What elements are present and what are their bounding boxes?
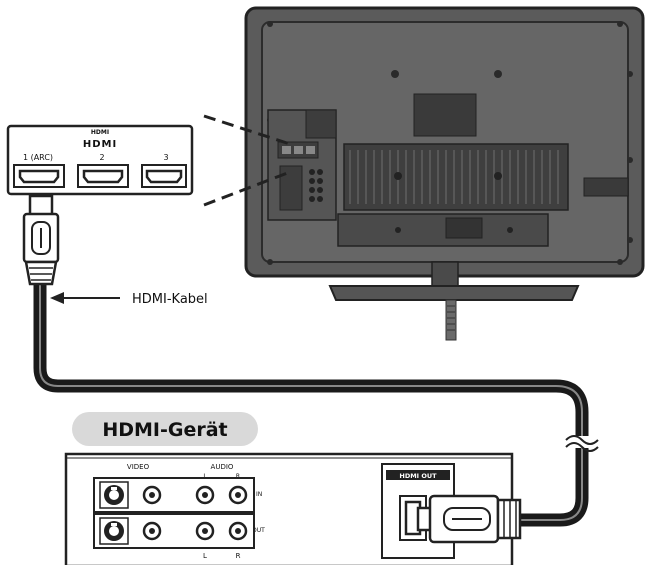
- av-in-row: [93, 477, 255, 513]
- rca-audio-r-out-port: [228, 521, 248, 541]
- rca-audio-l-out-port: [195, 521, 215, 541]
- hdmi-device: HDMI-Gerät VIDEO AUDIO L R L R IN OUT: [64, 412, 522, 565]
- in-label: IN: [256, 491, 262, 498]
- tv-stand-base: [328, 285, 580, 301]
- arrow-left-icon: [50, 292, 64, 304]
- av-out-row: [93, 513, 255, 549]
- cable-label: HDMI-Kabel: [132, 292, 208, 307]
- audio-left-mark-bottom: L: [203, 552, 207, 560]
- port-label-3: 3: [163, 153, 168, 162]
- tv-side-connector-panel: [267, 109, 337, 221]
- hdmi-port-2: [77, 164, 129, 188]
- hdmi-out-label: HDMI OUT: [399, 472, 437, 480]
- hdmi-port-3: [141, 164, 187, 188]
- port-label-2: 2: [99, 153, 104, 162]
- rca-video-in-port: [142, 485, 162, 505]
- rca-video-out-port: [142, 521, 162, 541]
- device-title-badge: [72, 412, 258, 446]
- hdmi-port-panel: HDMI HDMI 1 (ARC) 2 3: [6, 124, 194, 196]
- audio-right-mark-bottom: R: [236, 552, 241, 560]
- hdmi-cable: [33, 277, 599, 527]
- tv-stand-pedestal: [445, 299, 457, 341]
- cable-label-group: HDMI-Kabel: [50, 292, 208, 307]
- tv-rear: [244, 6, 645, 341]
- cable-break-mark: [565, 435, 599, 452]
- audio-label: AUDIO: [211, 463, 234, 471]
- device-title: HDMI-Gerät: [102, 419, 227, 441]
- tv-vent-block: [413, 93, 477, 137]
- video-label: VIDEO: [127, 463, 150, 471]
- tv-handle-slot: [583, 177, 629, 197]
- port-label-1: 1 (ARC): [23, 153, 53, 162]
- tv-stand-neck: [431, 261, 459, 287]
- hdmi-plug-top: [22, 194, 60, 286]
- audio-left-mark-top: L: [203, 473, 207, 480]
- rca-audio-l-in-port: [195, 485, 215, 505]
- zoom-callout-lines: [203, 114, 291, 207]
- hdmi-port-1: [13, 164, 65, 188]
- audio-right-mark-top: R: [236, 473, 240, 480]
- s-video-in-port: [99, 481, 129, 509]
- hdmi-logo: HDMI: [83, 139, 117, 150]
- rca-audio-r-in-port: [228, 485, 248, 505]
- tv-heatsink: [343, 143, 569, 211]
- hdmi-plug-bottom: [416, 494, 522, 544]
- out-label: OUT: [252, 527, 265, 534]
- s-video-out-port: [99, 517, 129, 545]
- tv-stand-mount: [337, 213, 549, 247]
- hdmi-logo-small: HDMI: [91, 129, 109, 136]
